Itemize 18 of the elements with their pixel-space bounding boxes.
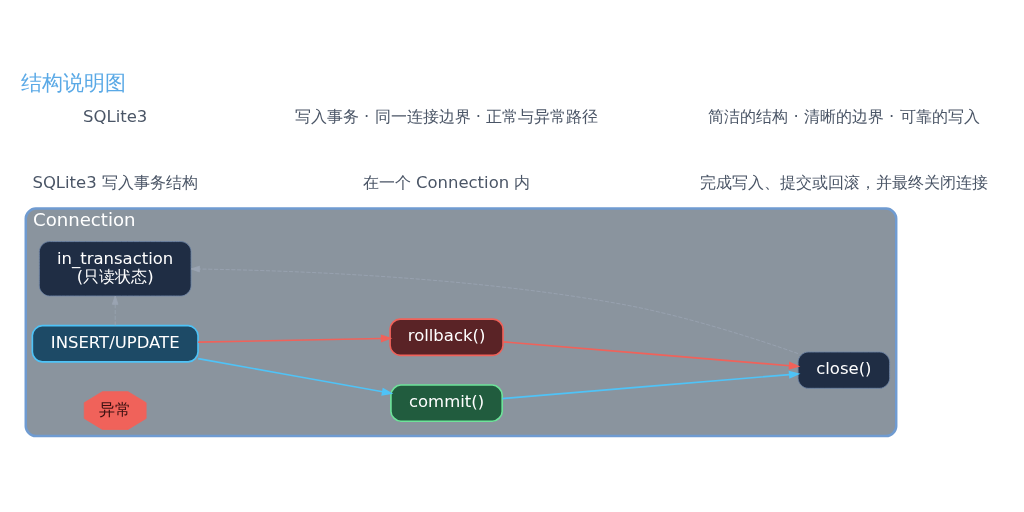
node-box: INSERT/UPDATE (31, 324, 199, 363)
label: SQLite3 (82, 107, 147, 127)
arrow (111, 295, 118, 327)
arrow (501, 370, 800, 400)
arrow (196, 334, 392, 343)
arrow (196, 357, 393, 396)
node-box: in_transaction (只读状态) (38, 241, 191, 297)
node-box: commit() (389, 384, 503, 423)
label: 完成写入、提交或回滚，并最终关闭连接 (699, 173, 988, 192)
label: SQLite3 写入事务结构 (31, 173, 198, 192)
node-box: rollback() (388, 318, 504, 357)
label: 简洁的结构 · 清晰的边界 · 可靠的写入 (707, 107, 980, 127)
label: 在一个 Connection 内 (362, 173, 530, 192)
diagram-title: 结构说明图 (20, 69, 126, 95)
arrow (190, 265, 798, 354)
label: 写入事务 · 同一连接边界 · 正常与异常路径 (294, 107, 598, 127)
node-box: close() (797, 351, 890, 389)
arrow (501, 341, 800, 370)
